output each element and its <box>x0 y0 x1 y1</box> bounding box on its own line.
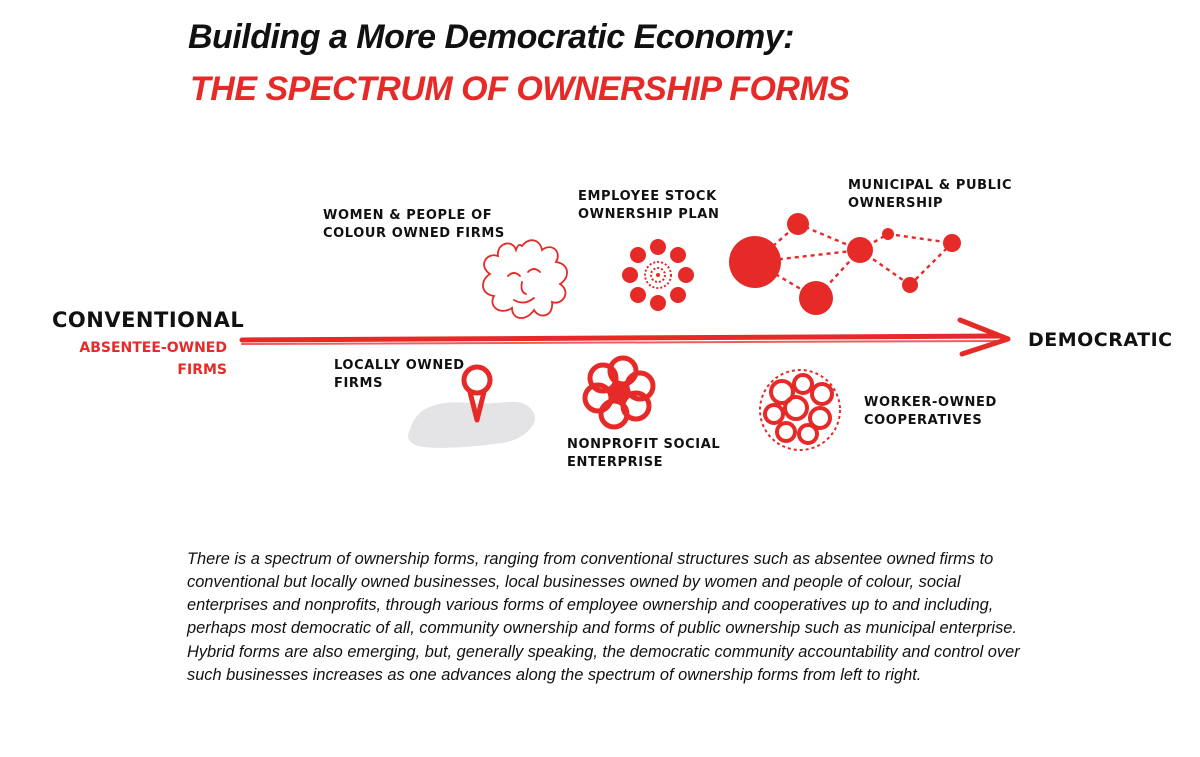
women-poc-owned-firms-label: WOMEN & PEOPLE OF COLOUR OWNED FIRMS <box>323 207 505 242</box>
municipal-public-ownership-label: MUNICIPAL & PUBLIC OWNERSHIP <box>848 177 1012 212</box>
esop-cluster-icon <box>622 239 694 311</box>
map-pin-icon <box>408 364 535 448</box>
locally-owned-firms-label: LOCALLY OWNED FIRMS <box>334 357 465 392</box>
title-line-2: THE SPECTRUM OF OWNERSHIP FORMS <box>190 70 850 108</box>
conventional-label: CONVENTIONAL <box>52 308 245 332</box>
spectrum-arrow <box>239 317 1011 357</box>
local-line-1: LOCALLY OWNED <box>334 358 465 373</box>
title-line-1: Building a More Democratic Economy: <box>188 18 794 56</box>
nonprofit-line-1: NONPROFIT SOCIAL <box>567 437 721 452</box>
flower-icon <box>582 355 656 430</box>
municipal-line-2: OWNERSHIP <box>848 195 944 211</box>
nonprofit-line-2: ENTERPRISE <box>567 454 664 470</box>
absentee-owned-line-2: FIRMS <box>177 361 227 378</box>
municipal-line-1: MUNICIPAL & PUBLIC <box>848 178 1013 193</box>
sun-face-icon <box>482 239 568 319</box>
democratic-label: DEMOCRATIC <box>1028 329 1173 351</box>
worker-coop-line-2: COOPERATIVES <box>864 412 983 428</box>
worker-owned-cooperatives-label: WORKER-OWNED COOPERATIVES <box>864 394 997 429</box>
esop-line-2: OWNERSHIP PLAN <box>578 206 720 222</box>
absentee-owned-firms-label: ABSENTEE-OWNED FIRMS <box>70 338 227 381</box>
women-poc-line-2: COLOUR OWNED FIRMS <box>323 225 505 241</box>
women-poc-line-1: WOMEN & PEOPLE OF <box>323 208 493 223</box>
worker-coop-circles-icon <box>759 369 841 451</box>
nonprofit-social-enterprise-label: NONPROFIT SOCIAL ENTERPRISE <box>567 436 720 471</box>
esop-line-1: EMPLOYEE STOCK <box>578 189 717 204</box>
local-line-2: FIRMS <box>334 375 384 391</box>
worker-coop-line-1: WORKER-OWNED <box>864 395 997 410</box>
description-paragraph: There is a spectrum of ownership forms, … <box>187 550 1020 684</box>
network-nodes-icon <box>729 213 961 315</box>
absentee-owned-line-1: ABSENTEE-OWNED <box>79 340 227 356</box>
esop-label: EMPLOYEE STOCK OWNERSHIP PLAN <box>578 188 719 223</box>
